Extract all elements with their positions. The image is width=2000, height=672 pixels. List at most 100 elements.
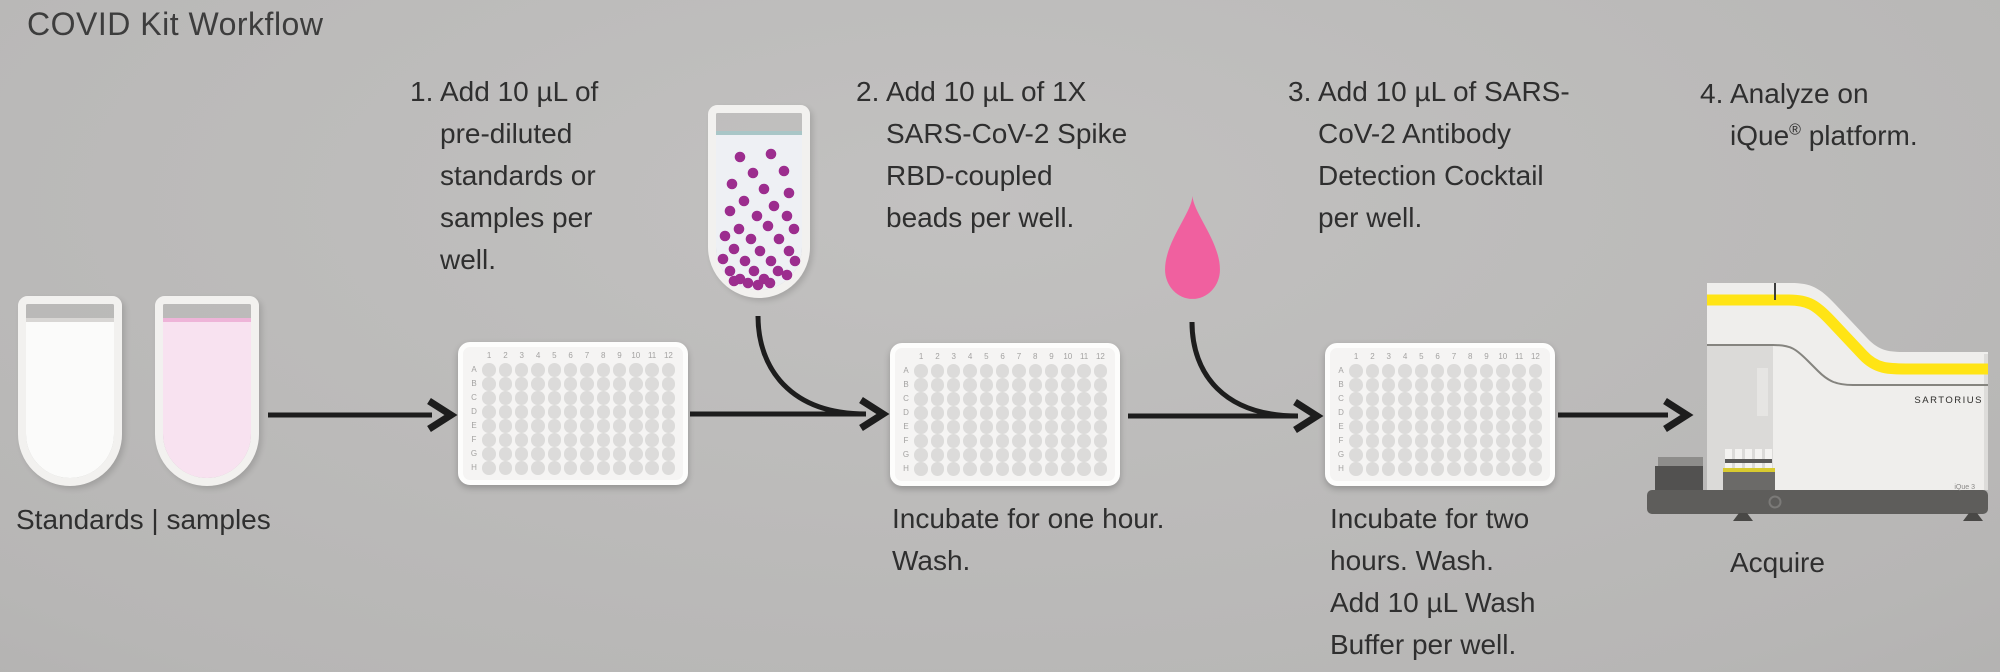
step-line: well. [440, 244, 497, 275]
well [1012, 420, 1026, 434]
well [1061, 420, 1075, 434]
well [1447, 378, 1461, 392]
plate-label: 1 [918, 352, 924, 361]
well [1447, 462, 1461, 476]
well [1496, 392, 1510, 406]
samples-tube-icon [155, 296, 259, 486]
well [612, 405, 627, 419]
well [596, 377, 610, 391]
well [979, 392, 994, 406]
step-line: iQue® platform. [1730, 115, 1918, 157]
caption-line: Incubate for two [1330, 503, 1530, 534]
well [563, 447, 578, 461]
well [629, 363, 643, 377]
step-line: CoV-2 Antibody [1318, 118, 1512, 149]
well [1349, 364, 1363, 378]
plate-label: 9 [1484, 352, 1489, 361]
plate-label: H [471, 463, 477, 472]
bead-dot [773, 233, 785, 245]
well [1479, 434, 1494, 448]
well [1061, 434, 1075, 448]
plate-label: 2 [1370, 352, 1375, 361]
well [1012, 364, 1026, 378]
droplet-icon [1165, 196, 1220, 299]
bead-dot [781, 210, 793, 222]
plate-label: 2 [935, 352, 940, 361]
well [563, 433, 578, 447]
well [914, 392, 928, 406]
step-1: 1. Add 10 µL of pre-diluted standards or… [410, 71, 598, 281]
well [596, 419, 610, 433]
step-1-number: 1. [410, 76, 434, 107]
well [580, 391, 594, 405]
bead-dot [765, 148, 777, 160]
well [547, 405, 562, 419]
well [482, 447, 496, 461]
well [498, 377, 513, 391]
well [1398, 462, 1412, 476]
well [1414, 406, 1429, 420]
step-4-text: Analyze on iQue® platform. [1730, 73, 1918, 157]
step-line: Add 10 µL of 1X [886, 76, 1087, 107]
well [531, 377, 545, 391]
bead-dot [754, 245, 766, 257]
platform-word: platform. [1800, 120, 1918, 151]
plate-label: F [1338, 436, 1344, 445]
well [580, 433, 594, 447]
body-shading [1984, 354, 1988, 490]
plate-label: F [471, 435, 477, 444]
well [580, 377, 594, 391]
well [482, 433, 496, 447]
caption-line: Add 10 µL Wash [1330, 587, 1536, 618]
well [1365, 462, 1380, 476]
bead-dot [739, 255, 751, 267]
well [482, 405, 496, 419]
plate-label: 4 [535, 351, 541, 360]
well [947, 420, 961, 434]
plate-label: 10 [1498, 352, 1508, 361]
beads-icon [717, 148, 801, 291]
bead-dot [733, 223, 745, 235]
well [482, 461, 496, 475]
well [914, 378, 928, 392]
well [1447, 448, 1461, 462]
step-line: SARS-CoV-2 Spike [886, 118, 1128, 149]
plate-label: 5 [984, 352, 989, 361]
well [947, 462, 961, 476]
well [1093, 406, 1108, 420]
plate-label: 7 [1451, 352, 1457, 361]
well [1512, 364, 1526, 378]
bead-dot [758, 183, 770, 195]
plate-label: 10 [1063, 352, 1073, 361]
bead-dot [778, 165, 790, 177]
well [1496, 364, 1510, 378]
well [1479, 420, 1494, 434]
well [563, 363, 578, 377]
step-2-text: Add 10 µL of 1X SARS-CoV-2 Spike RBD-cou… [886, 71, 1127, 239]
well [1398, 392, 1412, 406]
plate-label: G [470, 449, 478, 458]
bead-dot [751, 210, 763, 222]
well [930, 448, 945, 462]
plate-label: 11 [1514, 352, 1524, 361]
plate-label: A [1338, 366, 1344, 375]
acquire-label: Acquire [1730, 547, 1825, 578]
well [1382, 364, 1396, 378]
well [1512, 434, 1526, 448]
well [645, 419, 659, 433]
step-line: pre-diluted [440, 118, 573, 149]
well [515, 419, 529, 433]
step-line: Add 10 µL of [440, 76, 599, 107]
well [1093, 392, 1108, 406]
well [1044, 462, 1059, 476]
well [1512, 378, 1526, 392]
well [596, 433, 610, 447]
well [1349, 462, 1363, 476]
well [612, 433, 627, 447]
step-4: 4. Analyze on iQue® platform. [1700, 73, 1918, 157]
well [1528, 434, 1543, 448]
step-line: standards or [440, 160, 596, 191]
well [1447, 364, 1461, 378]
plate-label: 9 [1049, 352, 1054, 361]
